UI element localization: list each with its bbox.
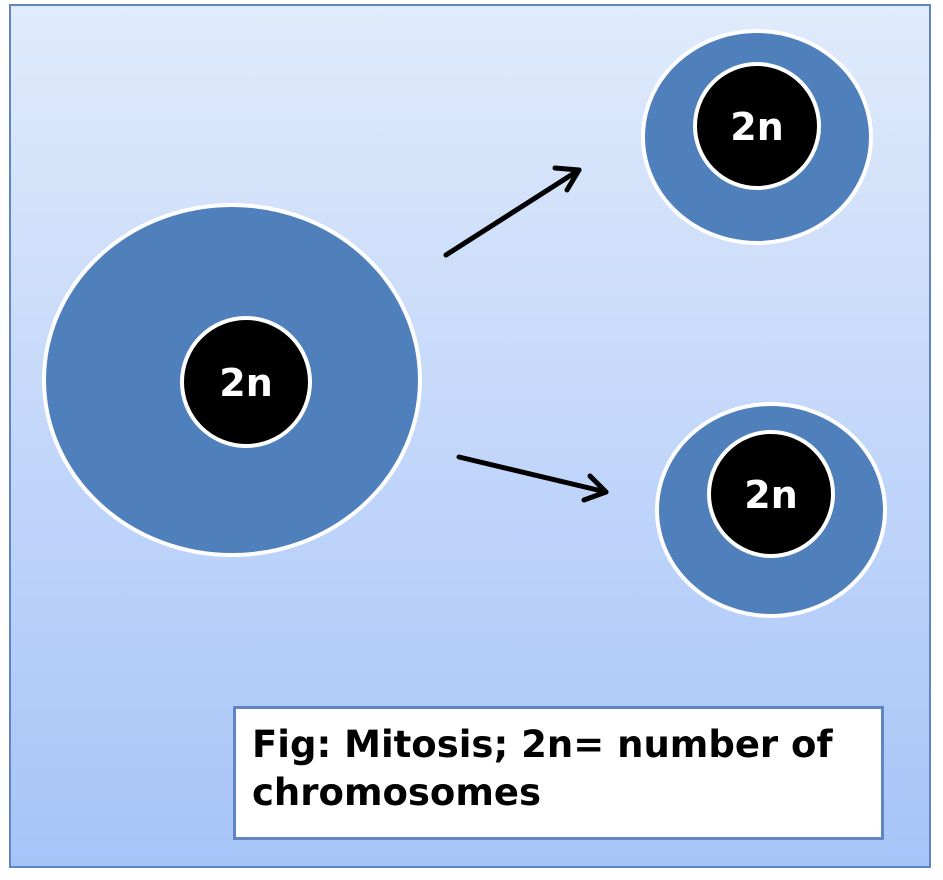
- arrow-to-lower-daughter: [456, 454, 609, 503]
- arrow-lower-shaft: [456, 454, 609, 495]
- arrow-to-upper-daughter: [443, 165, 582, 258]
- figure-caption: Fig: Mitosis; 2n= number of chromosomes: [252, 723, 833, 814]
- arrow-upper-head: [552, 165, 582, 193]
- parent-nucleus: [180, 316, 312, 448]
- daughter-nucleus-upper-label: 2n: [730, 105, 784, 149]
- parent-cell: 2n: [42, 203, 422, 557]
- arrow-lower-head: [581, 473, 609, 503]
- arrow-upper-shaft: [443, 167, 582, 258]
- daughter-nucleus-lower: [707, 430, 835, 558]
- parent-nucleus-label: 2n: [219, 361, 273, 405]
- daughter-cell-lower: 2n: [655, 402, 887, 618]
- daughter-nucleus-lower-label: 2n: [744, 473, 798, 517]
- daughter-nucleus-upper: [693, 62, 821, 190]
- daughter-cell-upper: 2n: [641, 29, 873, 245]
- caption-box: Fig: Mitosis; 2n= number of chromosomes: [233, 706, 884, 840]
